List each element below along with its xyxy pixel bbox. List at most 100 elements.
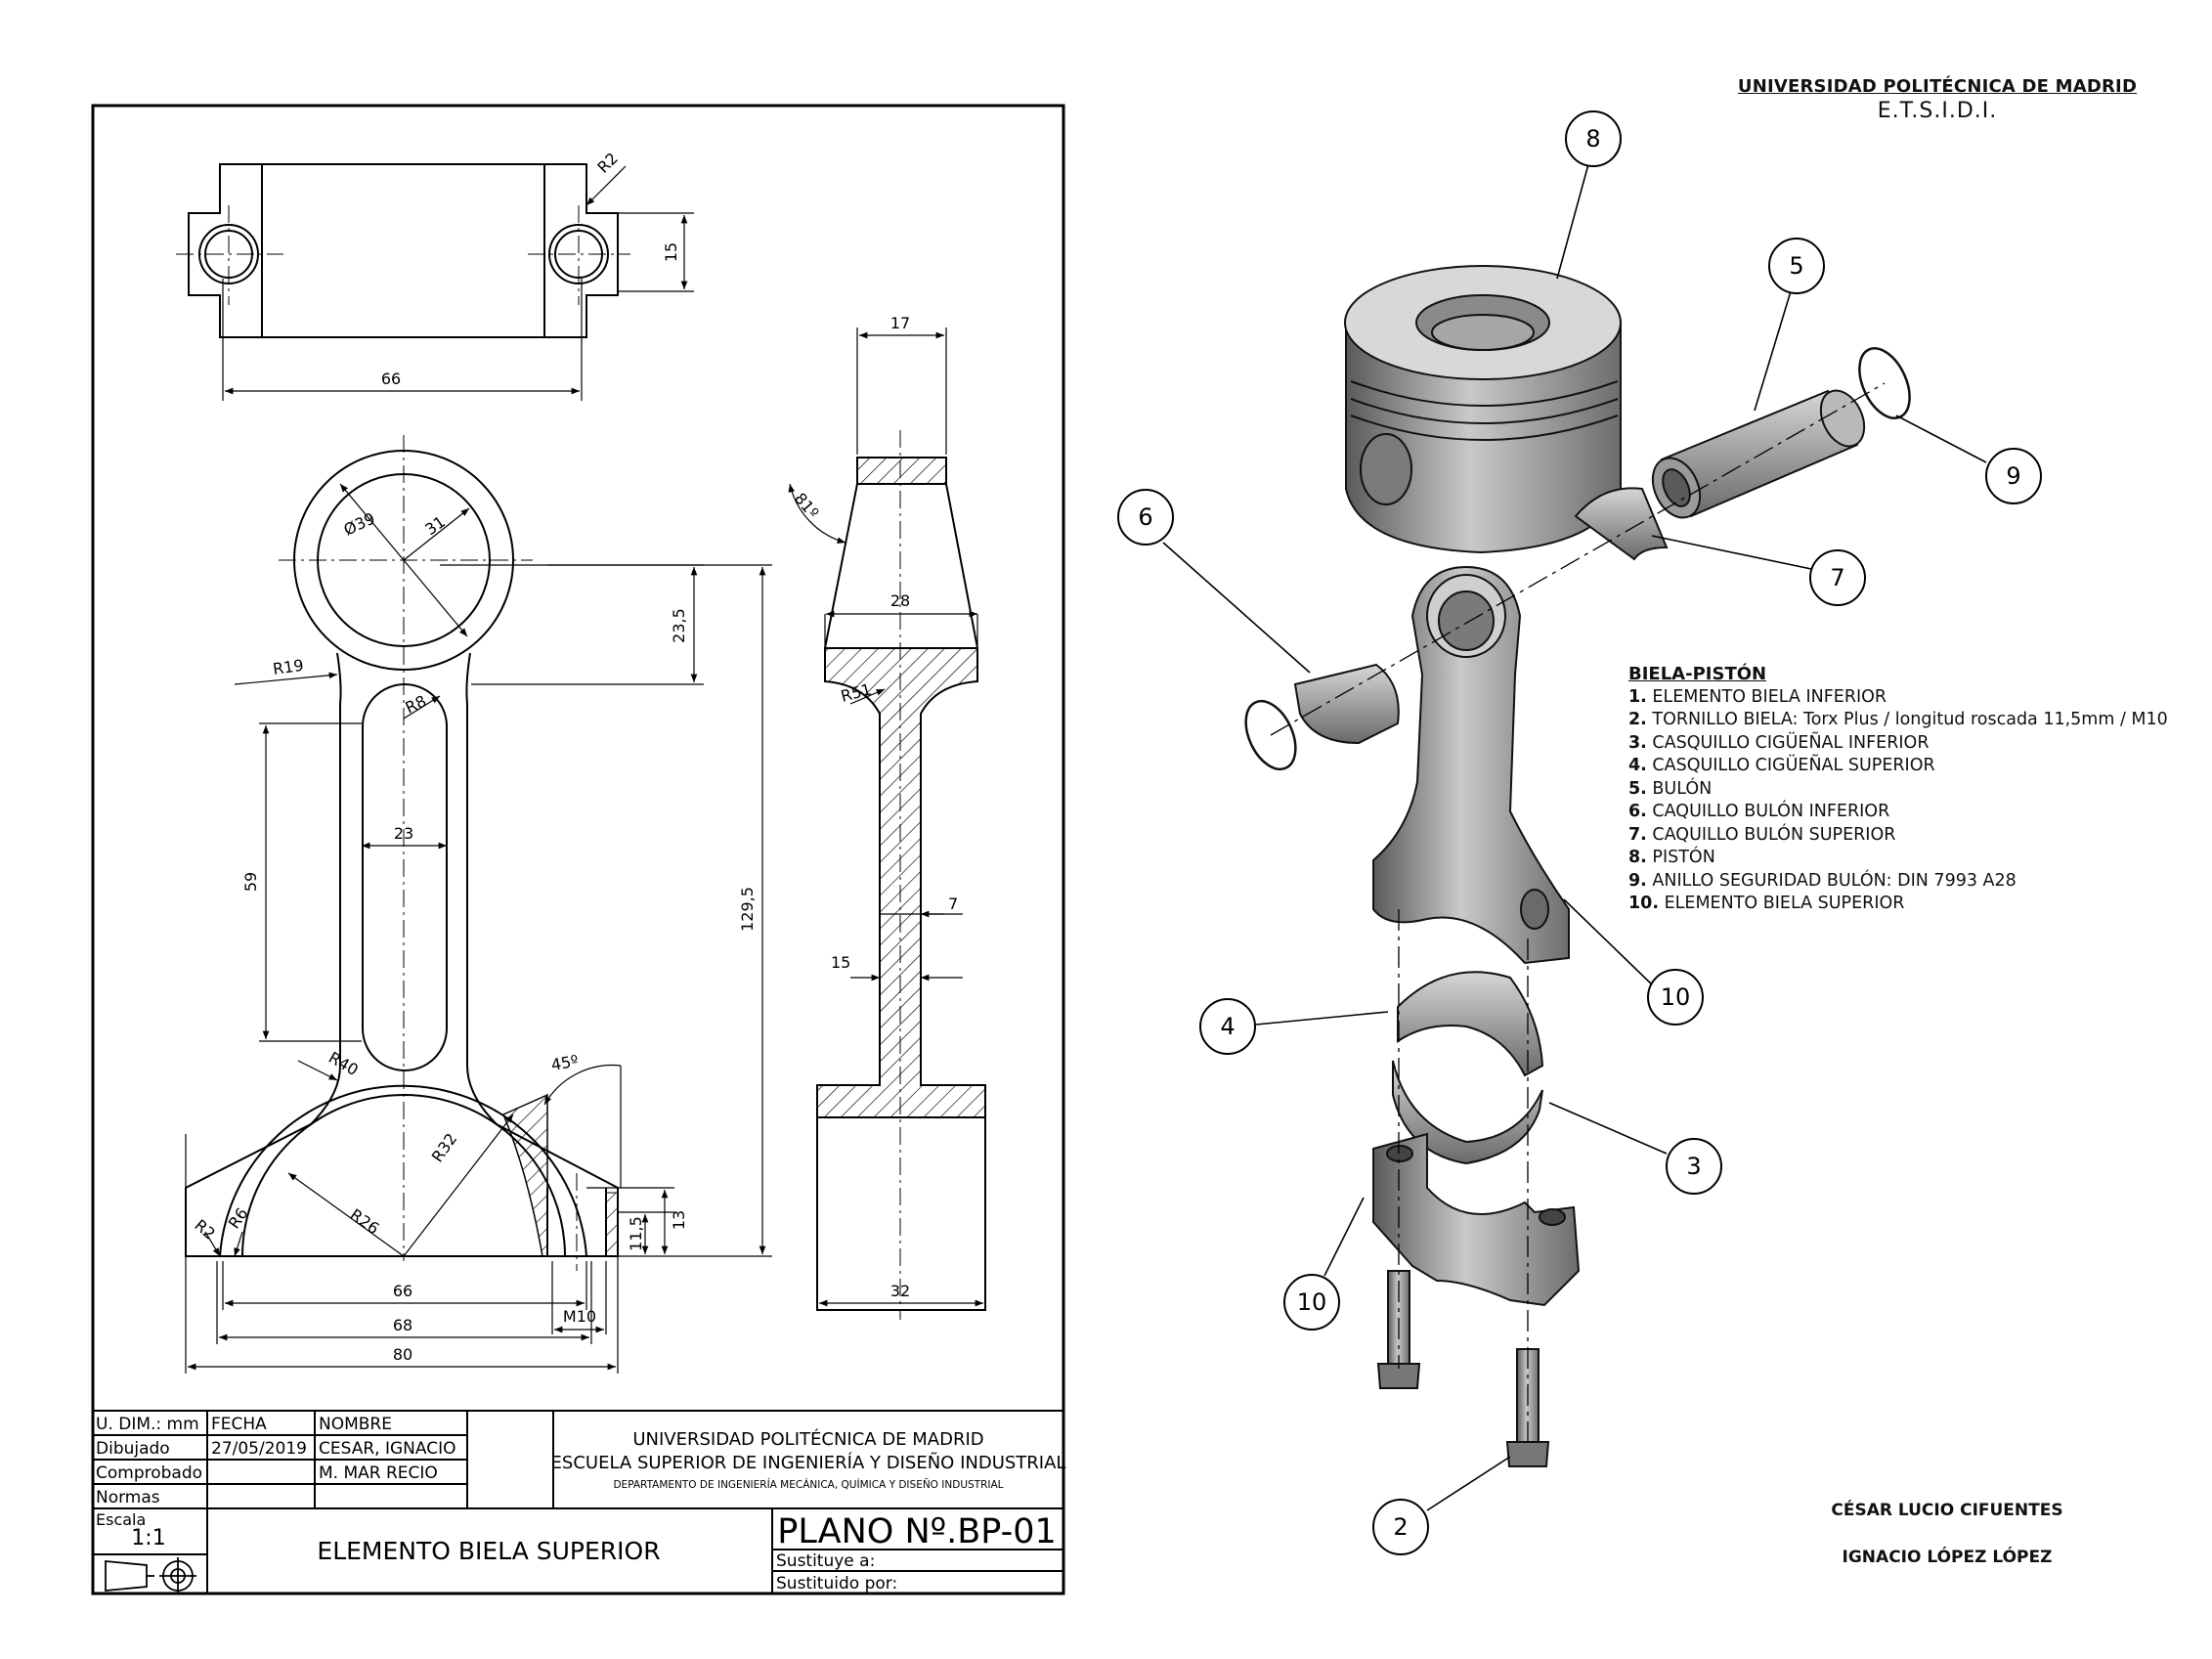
dim-r40: R40 <box>325 1048 362 1079</box>
pin-bushing-lower <box>1293 663 1400 745</box>
top-view <box>188 163 619 338</box>
svg-text:10: 10 <box>1297 1288 1327 1316</box>
dim-59: 59 <box>241 872 260 892</box>
tb-inst-line1: UNIVERSIDAD POLITÉCNICA DE MADRID <box>632 1428 983 1450</box>
side-dim-17: 17 <box>890 314 910 332</box>
dim-r19: R19 <box>272 656 305 678</box>
dim-66-bottom: 66 <box>393 1282 412 1300</box>
university-header: UNIVERSIDAD POLITÉCNICA DE MADRID E.T.S.… <box>1722 76 2152 123</box>
dim-diam-39: Ø39 <box>341 508 378 539</box>
bolt-part-left <box>1376 1270 1421 1389</box>
front-view-hatch <box>502 1093 548 1257</box>
tb-part-name: ELEMENTO BIELA SUPERIOR <box>317 1537 660 1565</box>
dim-m10: M10 <box>563 1307 596 1326</box>
dim-11-5: 11,5 <box>627 1216 645 1251</box>
svg-text:6: 6 <box>1138 503 1152 531</box>
balloon: 2 <box>1372 1499 1429 1555</box>
dim-top-width: 66 <box>381 370 401 388</box>
dim-r2-bottom: R2 <box>191 1216 219 1244</box>
author-name: IGNACIO LÓPEZ LÓPEZ <box>1842 1548 2053 1567</box>
side-dim-7: 7 <box>948 895 958 913</box>
legend-item: 5. BULÓN <box>1628 778 1713 799</box>
piston-part <box>1344 265 1622 554</box>
side-hatch-web <box>817 648 985 1117</box>
school-name: E.T.S.I.D.I. <box>1877 99 1998 123</box>
title-block <box>92 1410 1064 1594</box>
balloon: 7 <box>1809 549 1866 606</box>
side-dim-15: 15 <box>831 953 850 972</box>
dim-80: 80 <box>393 1345 412 1364</box>
tb-sustituye: Sustituye a: <box>776 1551 875 1571</box>
exploded-assembly: 8 5 9 6 7 4 10 3 10 2 <box>1117 110 2042 1555</box>
tb-col-nombre: NOMBRE <box>319 1415 392 1434</box>
svg-text:10: 10 <box>1661 983 1691 1011</box>
crank-bearing-lower <box>1392 1060 1543 1165</box>
svg-text:8: 8 <box>1585 125 1600 153</box>
balloon: 4 <box>1199 998 1256 1055</box>
svg-text:2: 2 <box>1393 1513 1408 1541</box>
dim-31: 31 <box>421 512 449 539</box>
tb-sustituido: Sustituido por: <box>776 1574 897 1594</box>
tb-escala-value: 1:1 <box>131 1526 165 1550</box>
legend-item: 7. CAQUILLO BULÓN SUPERIOR <box>1628 824 1896 845</box>
legend-item: 8. PISTÓN <box>1628 848 1715 867</box>
pin-bushing-upper <box>1574 487 1669 561</box>
legend-item: 10. ELEMENTO BIELA SUPERIOR <box>1628 894 1905 913</box>
svg-text:9: 9 <box>2006 462 2020 490</box>
balloon: 5 <box>1768 238 1825 294</box>
legend-title: BIELA-PISTÓN <box>1628 664 1767 684</box>
dim-23-5: 23,5 <box>670 608 688 643</box>
dim-top-height: 15 <box>662 242 680 262</box>
tb-inst-line2: ESCUELA SUPERIOR DE INGENIERÍA Y DISEÑO … <box>551 1452 1066 1473</box>
dim-68: 68 <box>393 1316 412 1334</box>
dim-23: 23 <box>394 824 413 843</box>
author-name: CÉSAR LUCIO CIFUENTES <box>1831 1501 2063 1520</box>
parts-legend: BIELA-PISTÓN 1. ELEMENTO BIELA INFERIOR … <box>1628 663 2168 916</box>
balloon: 8 <box>1565 110 1622 167</box>
rod-cap-part <box>1372 1132 1581 1307</box>
balloon-leaders <box>1162 163 1987 1511</box>
balloon: 3 <box>1666 1138 1722 1195</box>
dim-r8: R8 <box>403 691 429 717</box>
balloon: 6 <box>1117 489 1174 546</box>
legend-item: 2. TORNILLO BIELA: Torx Plus / longitud … <box>1628 710 2168 729</box>
top-view-centerlines <box>176 205 630 305</box>
tb-row-dibujado: Dibujado <box>96 1439 170 1459</box>
tb-row-normas: Normas <box>96 1488 160 1507</box>
crank-bearing-upper <box>1397 971 1544 1077</box>
retaining-ring-left <box>1244 699 1297 771</box>
tb-inst-line3: DEPARTAMENTO DE INGENIERÍA MECÁNICA, QUÍ… <box>613 1478 1003 1491</box>
side-dim-32: 32 <box>890 1282 910 1300</box>
assembly-axes <box>1270 382 1886 1447</box>
balloon: 10 <box>1647 969 1704 1026</box>
dim-r32: R32 <box>428 1130 461 1166</box>
connecting-rod-part <box>1372 565 1570 965</box>
dim-129-5: 129,5 <box>738 887 757 932</box>
dim-top-r2: R2 <box>593 149 621 176</box>
dim-13: 13 <box>670 1210 688 1230</box>
technical-drawing-sheet: 66 15 R2 <box>91 104 1066 1595</box>
tb-nombre-comprobado: M. MAR RECIO <box>319 1463 438 1483</box>
tb-nombre-dibujado: CESAR, IGNACIO <box>319 1439 455 1459</box>
legend-item: 3. CASQUILLO CIGÜEÑAL INFERIOR <box>1628 732 1930 753</box>
pin-part <box>1651 389 1866 519</box>
svg-text:5: 5 <box>1789 252 1803 280</box>
side-dim-81: 81º <box>791 489 822 522</box>
tb-plano: PLANO Nº.BP-01 <box>777 1512 1057 1551</box>
balloon: 10 <box>1283 1274 1340 1331</box>
tb-fecha-dibujado: 27/05/2019 <box>211 1439 307 1459</box>
side-dim-28: 28 <box>890 591 910 610</box>
tb-row-comprobado: Comprobado <box>96 1463 202 1483</box>
projection-symbol-icon <box>105 1557 196 1594</box>
side-view-dims <box>788 327 983 1307</box>
dim-r6: R6 <box>225 1204 252 1232</box>
svg-text:7: 7 <box>1830 564 1844 591</box>
side-hatch-top <box>857 458 946 484</box>
svg-text:4: 4 <box>1220 1013 1235 1040</box>
tb-col-fecha: FECHA <box>211 1415 267 1434</box>
legend-item: 1. ELEMENTO BIELA INFERIOR <box>1628 686 1887 707</box>
top-view-dims <box>222 165 694 401</box>
legend-item: 6. CAQUILLO BULÓN INFERIOR <box>1628 802 1890 821</box>
legend-item: 4. CASQUILLO CIGÜEÑAL SUPERIOR <box>1628 756 1935 775</box>
dim-r26: R26 <box>347 1205 383 1239</box>
